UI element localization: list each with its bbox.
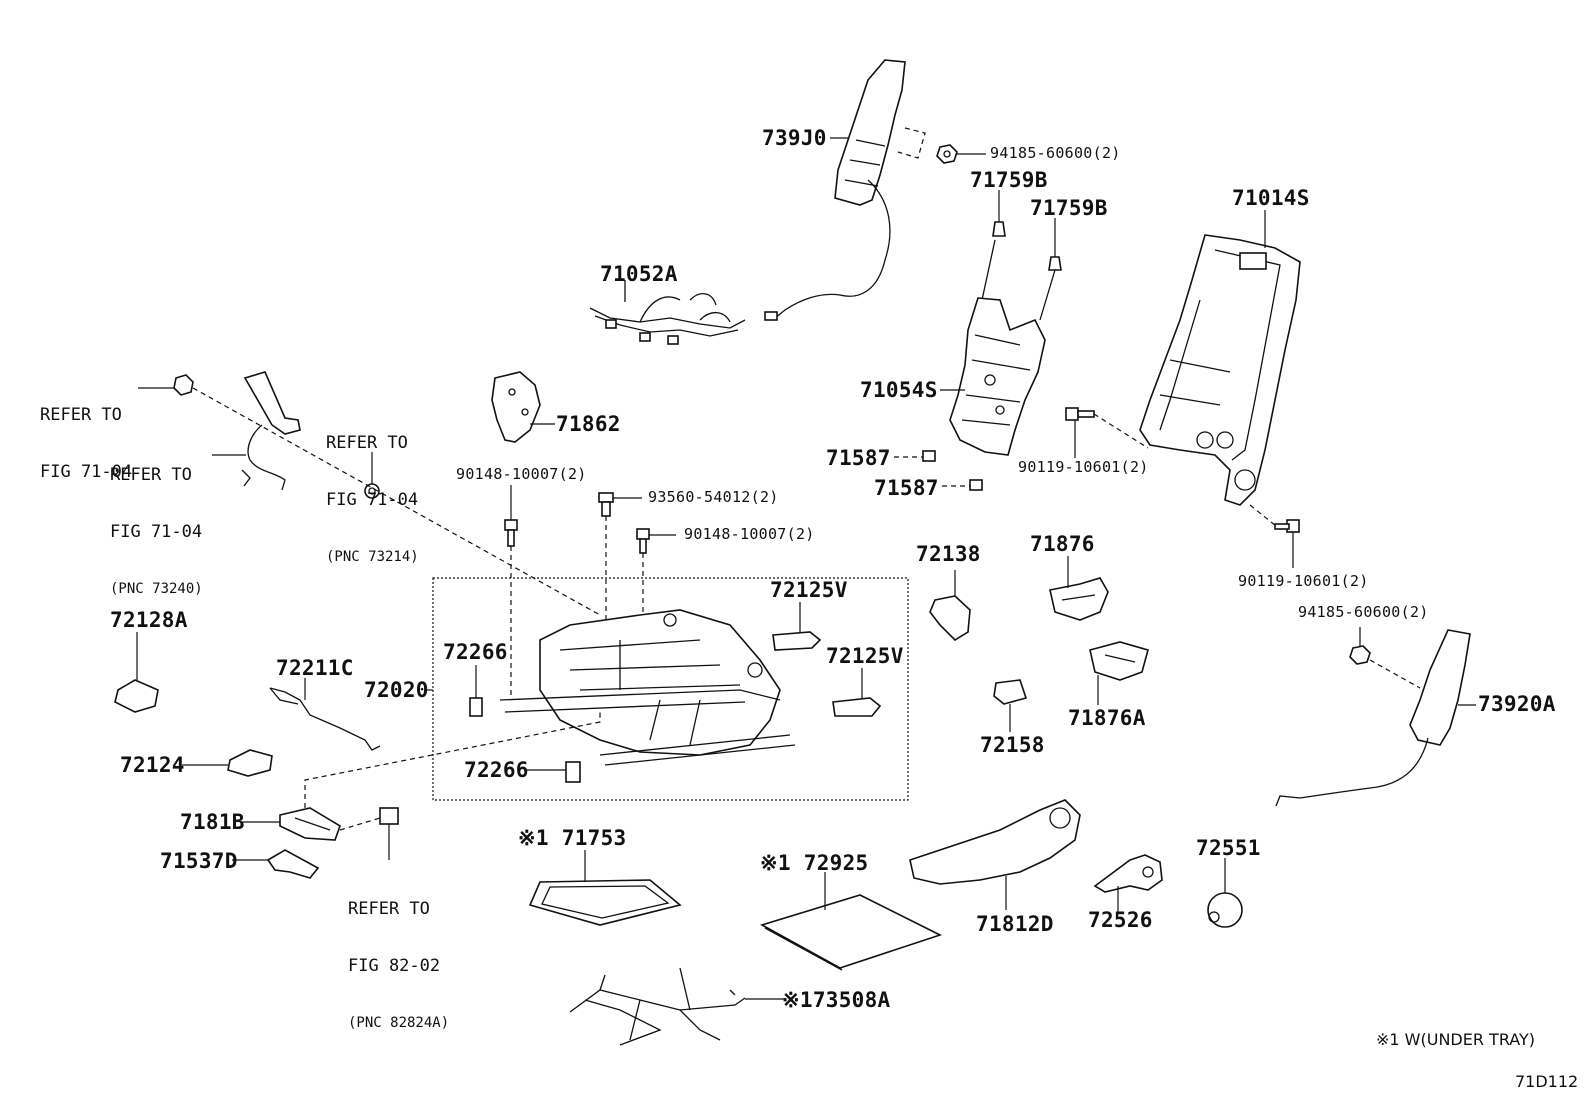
part-72158-drawing bbox=[993, 679, 1028, 705]
label-71876A: 71876A bbox=[1068, 706, 1146, 730]
part-72125V-1-drawing bbox=[772, 631, 822, 651]
label-72128A: 72128A bbox=[110, 608, 188, 632]
clip-71587-1 bbox=[922, 450, 936, 462]
part-72124-drawing bbox=[227, 749, 273, 777]
label-73508A: ※173508A bbox=[782, 988, 891, 1012]
part-71812D-drawing bbox=[909, 799, 1081, 885]
refer-pnc: (PNC 82824A) bbox=[348, 1015, 450, 1031]
refer-line-1: REFER TO bbox=[326, 433, 408, 453]
label-90119-b: 90119-10601(2) bbox=[1238, 572, 1369, 590]
nut-buckle bbox=[173, 374, 194, 396]
part-72211C-drawing bbox=[269, 687, 381, 751]
bolt-90119-a bbox=[1065, 407, 1095, 421]
label-71587-2: 71587 bbox=[874, 476, 939, 500]
part-71537D-drawing bbox=[266, 849, 320, 879]
refer-pnc: (PNC 73240) bbox=[110, 581, 203, 597]
refer-line-2: FIG 82-02 bbox=[348, 956, 441, 976]
part-72266-1-drawing bbox=[469, 697, 483, 717]
label-71876: 71876 bbox=[1030, 532, 1095, 556]
seat-belt-buckle-drawing bbox=[241, 371, 301, 491]
refer-fig-71-04-73214: REFER TO FIG 71-04 (PNC 73214) bbox=[326, 396, 419, 586]
part-72526-drawing bbox=[1093, 854, 1163, 893]
label-71812D: 71812D bbox=[976, 912, 1054, 936]
label-739J0: 739J0 bbox=[762, 126, 827, 150]
label-72551: 72551 bbox=[1196, 836, 1261, 860]
part-71052A-drawing bbox=[589, 280, 746, 345]
clip-71587-2 bbox=[969, 479, 983, 491]
refer-line-1: REFER TO bbox=[40, 405, 122, 425]
bolt-90148-a bbox=[504, 519, 518, 547]
refer-line-1: REFER TO bbox=[110, 465, 192, 485]
connector-82824A bbox=[379, 807, 399, 825]
nut-94185-top bbox=[936, 144, 958, 164]
part-71876A-drawing bbox=[1089, 641, 1149, 681]
label-72124: 72124 bbox=[120, 753, 185, 777]
part-72925-drawing bbox=[759, 894, 943, 971]
refer-line-2: FIG 71-04 bbox=[326, 490, 419, 510]
label-71052A: 71052A bbox=[600, 262, 678, 286]
label-72125V-1: 72125V bbox=[770, 578, 848, 602]
label-71862: 71862 bbox=[556, 412, 621, 436]
part-71876-drawing bbox=[1049, 577, 1109, 621]
bolt-93560 bbox=[598, 492, 614, 517]
part-72551-drawing bbox=[1207, 892, 1243, 928]
label-7181B: 7181B bbox=[180, 810, 245, 834]
part-739J0-drawing bbox=[764, 59, 906, 321]
label-73920A: 73920A bbox=[1478, 692, 1556, 716]
label-72020: 72020 bbox=[364, 678, 429, 702]
label-94185-top: 94185-60600(2) bbox=[990, 144, 1121, 162]
label-90119-a: 90119-10601(2) bbox=[1018, 458, 1149, 476]
refer-line-2: FIG 71-04 bbox=[40, 462, 133, 482]
nut-94185-bottom bbox=[1349, 645, 1371, 665]
part-73920A-drawing bbox=[1275, 629, 1471, 807]
part-71054S-drawing bbox=[949, 239, 1056, 456]
label-71054S: 71054S bbox=[860, 378, 938, 402]
label-72526: 72526 bbox=[1088, 908, 1153, 932]
bolt-90119-b bbox=[1274, 519, 1300, 533]
part-71014S-drawing bbox=[1139, 234, 1301, 506]
part-72125V-2-drawing bbox=[832, 697, 882, 717]
refer-line-2: FIG 71-04 bbox=[110, 522, 203, 542]
footnote: ※1 W(UNDER TRAY) bbox=[1376, 1030, 1536, 1049]
refer-line-1: REFER TO bbox=[348, 899, 430, 919]
part-71753-drawing bbox=[528, 879, 682, 926]
clip-71759B-2 bbox=[1048, 256, 1062, 271]
figure-id: 71D112 bbox=[1515, 1072, 1579, 1091]
bolt-90148-b bbox=[636, 528, 650, 554]
label-72925: ※1 72925 bbox=[760, 851, 869, 875]
adjuster-assembly-box bbox=[432, 577, 909, 801]
label-90148-a: 90148-10007(2) bbox=[456, 465, 587, 483]
refer-fig-71-04-buckle: REFER TO FIG 71-04 (PNC 73240) bbox=[110, 428, 203, 618]
label-72211C: 72211C bbox=[276, 656, 354, 680]
part-73508A-drawing bbox=[569, 967, 746, 1046]
refer-fig-71-04-nut: REFER TO FIG 71-04 bbox=[40, 368, 132, 501]
part-72138-drawing bbox=[929, 595, 971, 642]
part-72266-2-drawing bbox=[565, 761, 581, 783]
part-72020-drawing bbox=[499, 609, 796, 766]
label-71759B-1: 71759B bbox=[970, 168, 1048, 192]
label-72158: 72158 bbox=[980, 733, 1045, 757]
label-90148-b: 90148-10007(2) bbox=[684, 525, 815, 543]
part-72128A-drawing bbox=[114, 679, 159, 713]
label-71759B-2: 71759B bbox=[1030, 196, 1108, 220]
label-71014S: 71014S bbox=[1232, 186, 1310, 210]
label-71587-1: 71587 bbox=[826, 446, 891, 470]
refer-fig-82-02: REFER TO FIG 82-02 (PNC 82824A) bbox=[348, 862, 449, 1052]
label-71753: ※1 71753 bbox=[518, 826, 627, 850]
label-72266-2: 72266 bbox=[464, 758, 529, 782]
label-93560: 93560-54012(2) bbox=[648, 488, 779, 506]
label-94185-bottom: 94185-60600(2) bbox=[1298, 603, 1429, 621]
part-7181B-drawing bbox=[279, 807, 341, 841]
label-72138: 72138 bbox=[916, 542, 981, 566]
part-71862-drawing bbox=[491, 371, 541, 443]
refer-pnc: (PNC 73214) bbox=[326, 549, 419, 565]
label-72266-1: 72266 bbox=[443, 640, 508, 664]
clip-71759B-1 bbox=[992, 221, 1006, 237]
label-72125V-2: 72125V bbox=[826, 644, 904, 668]
label-71537D: 71537D bbox=[160, 849, 238, 873]
